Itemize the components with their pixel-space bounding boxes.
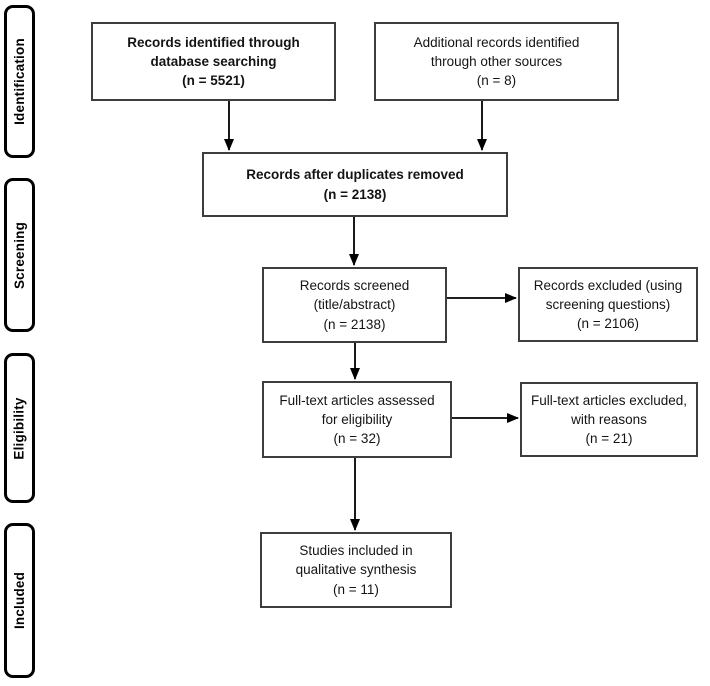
node-records-excluded-text: Records excluded (using screening questi… — [533, 277, 683, 332]
stage-identification-label: Identification — [12, 38, 27, 125]
node-records-screened-text: Records screened (title/abstract) (n = 2… — [299, 278, 410, 332]
node-studies-included-text: Studies included in qualitative synthesi… — [295, 543, 417, 597]
node-records-identified: Records identified through database sear… — [91, 22, 336, 101]
node-records-identified-text: Records identified through database sear… — [127, 34, 300, 89]
node-additional-records-text: Additional records identified through ot… — [413, 34, 580, 89]
node-records-screened: Records screened (title/abstract) (n = 2… — [262, 267, 447, 343]
node-fulltext-excluded: Full-text articles excluded, with reason… — [520, 382, 698, 457]
node-fulltext-assessed-text: Full-text articles assessed for eligibil… — [279, 392, 435, 447]
stage-screening: Screening — [4, 178, 35, 332]
node-duplicates-removed: Records after duplicates removed (n = 21… — [202, 152, 508, 217]
stage-identification: Identification — [4, 5, 35, 158]
node-additional-records: Additional records identified through ot… — [374, 22, 619, 101]
node-fulltext-excluded-text: Full-text articles excluded, with reason… — [530, 392, 688, 447]
stage-included: Included — [4, 523, 35, 678]
node-studies-included: Studies included in qualitative synthesi… — [260, 532, 452, 608]
stage-screening-label: Screening — [12, 221, 28, 289]
node-records-excluded: Records excluded (using screening questi… — [518, 267, 698, 342]
stage-eligibility-label: Eligibility — [12, 396, 27, 460]
node-fulltext-assessed: Full-text articles assessed for eligibil… — [262, 381, 452, 458]
stage-eligibility: Eligibility — [4, 353, 35, 503]
node-duplicates-removed-text: Records after duplicates removed (n = 21… — [246, 167, 464, 202]
stage-included-label: Included — [12, 571, 28, 630]
